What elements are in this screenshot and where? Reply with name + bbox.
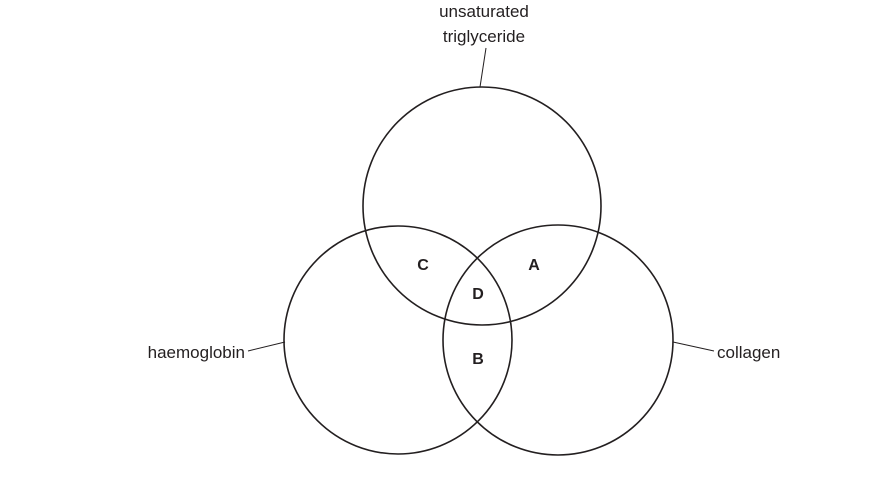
leader-line-right (672, 341, 715, 352)
label-triglyceride: triglyceride (443, 27, 525, 46)
label-unsaturated: unsaturated (439, 2, 529, 21)
leader-line-left (247, 341, 286, 352)
region-d: D (472, 286, 484, 303)
label-haemoglobin: haemoglobin (148, 343, 245, 362)
circle-unsaturated-triglyceride (362, 86, 602, 326)
circle-collagen (442, 224, 674, 456)
leader-line-top (479, 47, 487, 88)
region-c: C (417, 257, 429, 274)
circle-haemoglobin (283, 225, 513, 455)
region-a: A (528, 257, 540, 274)
label-collagen: collagen (717, 343, 780, 362)
region-b: B (472, 351, 484, 368)
